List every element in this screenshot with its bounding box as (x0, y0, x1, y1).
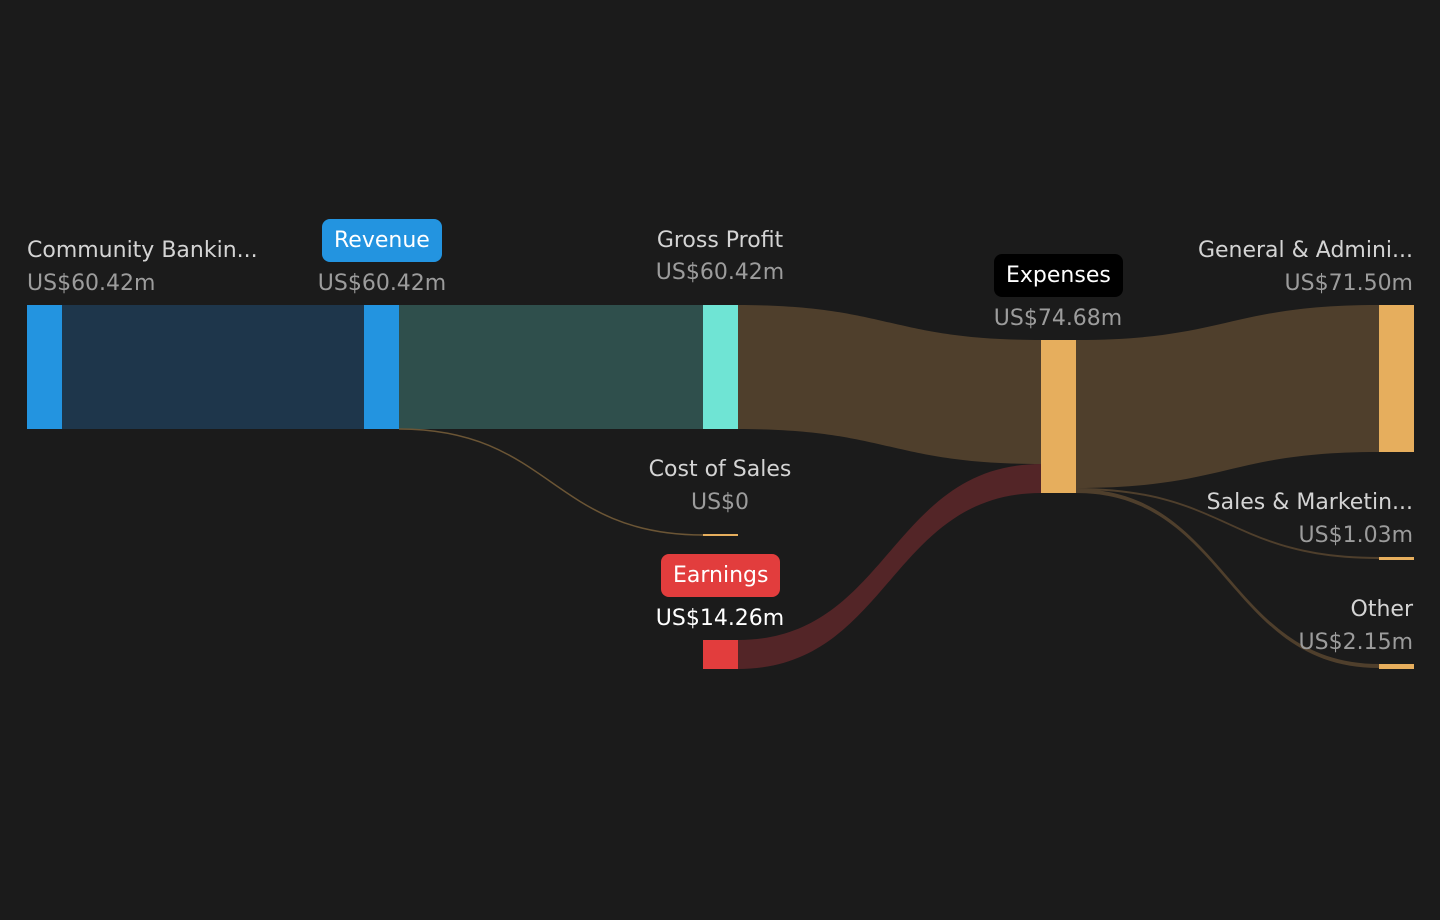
node-bar-expenses (1041, 340, 1076, 493)
node-bar-gross-profit (703, 305, 738, 429)
node-bar-other (1379, 664, 1414, 669)
node-bar-earnings (703, 640, 738, 669)
revenue-badge: Revenue (322, 219, 442, 262)
node-value-expenses: US$74.68m (993, 306, 1123, 331)
expenses-badge: Expenses (994, 254, 1123, 297)
node-value-cost-of-sales: US$0 (690, 490, 750, 515)
earnings-badge: Earnings (661, 554, 781, 597)
link-expenses-to-gen-admin (1076, 305, 1379, 488)
node-value-sales-marketing: US$1.03m (1298, 523, 1413, 548)
node-bar-gen-admin (1379, 305, 1414, 452)
node-bar-community (27, 305, 62, 429)
link-revenue-to-gross-profit (399, 305, 703, 429)
node-value-earnings: US$14.26m (655, 606, 785, 631)
nodes-layer (27, 305, 1414, 669)
link-community-to-revenue (62, 305, 364, 429)
node-bar-cost-of-sales (703, 534, 738, 536)
node-value-community-banking: US$60.42m (27, 271, 156, 296)
node-label-cost-of-sales: Cost of Sales (648, 457, 792, 482)
link-expenses-to-sales-marketing (1076, 488, 1379, 559)
node-label-general-admin: General & Admini... (1197, 238, 1413, 263)
links-layer (62, 305, 1379, 669)
node-value-general-admin: US$71.50m (1284, 271, 1413, 296)
node-label-gross-profit: Gross Profit (656, 228, 784, 253)
node-bar-revenue (364, 305, 399, 429)
node-label-sales-marketing: Sales & Marketin... (1206, 490, 1413, 515)
link-expenses-to-other (1076, 489, 1379, 668)
link-earnings-to-expenses (738, 464, 1041, 669)
node-value-gross-profit: US$60.42m (655, 260, 785, 285)
link-gross-profit-to-expenses (738, 305, 1041, 464)
link-revenue-to-cost-of-sales (398, 428, 704, 536)
node-label-other: Other (1350, 597, 1413, 622)
node-value-revenue: US$60.42m (317, 271, 447, 296)
node-value-other: US$2.15m (1298, 630, 1413, 655)
node-label-community-banking: Community Bankin... (27, 238, 258, 263)
node-bar-sales-marketing (1379, 557, 1414, 560)
